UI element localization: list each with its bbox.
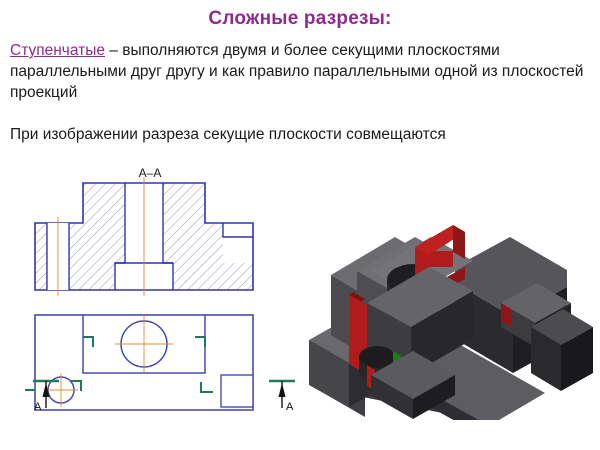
paragraph-note: При изображении разреза секущие плоскост… [10,126,446,143]
model-right-arm-top [501,283,571,323]
model-small-hole [359,346,395,368]
isometric-3d-model [305,175,600,420]
section-marker-left-arrowhead [42,383,50,397]
page-title: Сложные разрезы: [208,8,392,29]
section-view-a-a: А–А [34,166,254,296]
body-text-block: Ступенчатые – выполняются двумя и более … [10,40,595,145]
term-stepped-section: Ступенчатые [10,42,106,59]
paragraph-definition-text: – выполняются двумя и более секущими пло… [10,42,584,101]
plan-right-notch [220,374,254,408]
section-outline [34,182,254,291]
section-hatch-region-right [163,183,253,290]
section-view-label: А–А [139,166,162,180]
technical-drawing-area: А–А [0,165,600,450]
model-cut-plane-step-right [453,225,465,259]
model-far-right-front [531,327,561,391]
plan-bracket-top-right [195,336,206,347]
model-far-right-side [561,327,593,391]
section-right-notch [223,223,253,237]
section-marker-right-label: А [286,401,294,413]
model-front-foot-side [413,375,455,419]
model-cut-plane-left-edge [349,292,365,302]
plan-bracket-small-hole [71,380,82,391]
model-center-block-side [411,291,473,375]
model-right-arm-cut-red [501,303,511,327]
plan-bracket-right-notch [200,382,213,393]
section-marker-right: А [269,379,295,413]
model-far-right-top [531,309,593,345]
section-marker-right-arrowhead [278,383,286,397]
section-marker-left-label: А [34,401,42,413]
model-front-foot-front [371,375,413,419]
plan-view [25,314,254,411]
section-left-hole-walls [46,223,70,290]
model-center-block-top [367,267,473,327]
model-cut-plane-step-upper [415,225,465,255]
orthographic-views: А–А [25,165,325,425]
section-marker-left: А [33,379,59,413]
model-left-foot-front [309,340,349,407]
section-right-notch-outline [222,223,253,238]
paragraph-definition: Ступенчатые – выполняются двумя и более … [10,40,595,103]
plan-bracket-top-left [83,336,94,347]
